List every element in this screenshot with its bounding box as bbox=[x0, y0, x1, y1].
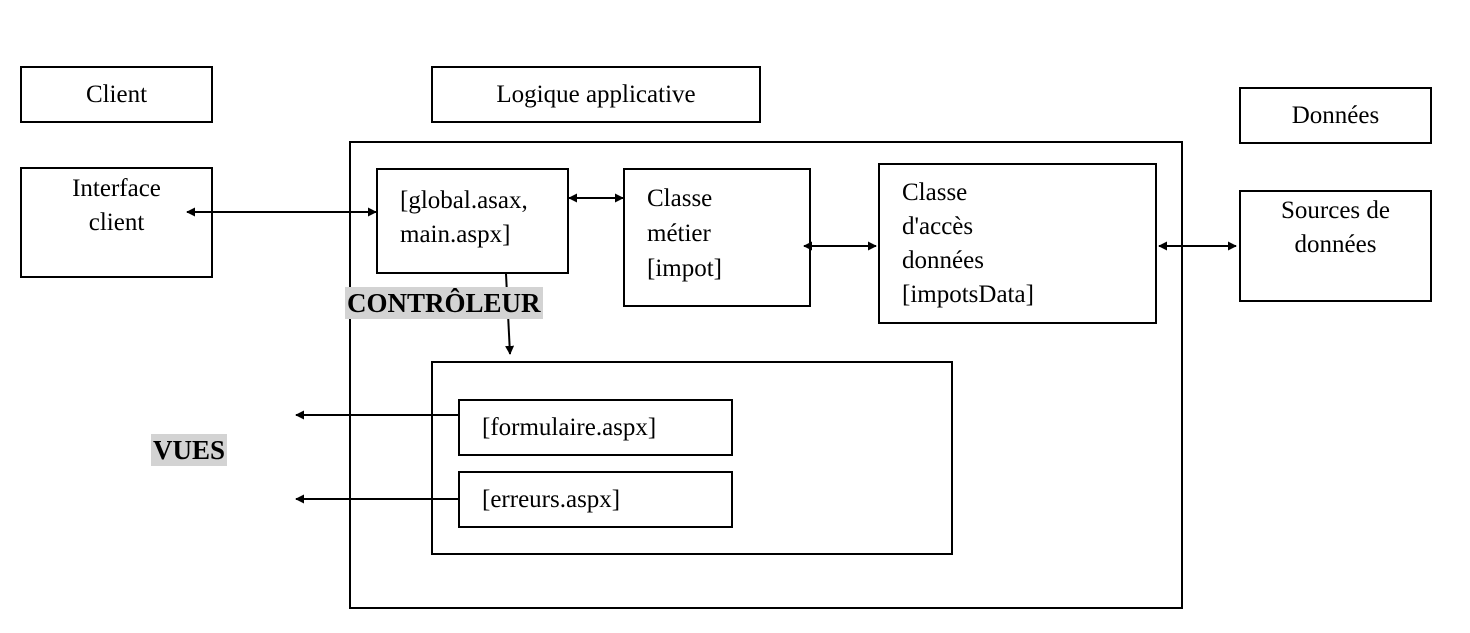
controller-line-2: main.aspx] bbox=[400, 221, 511, 248]
client-header-label: Client bbox=[85, 80, 148, 108]
logic-header-label: Logique applicative bbox=[496, 80, 696, 108]
dao-line-1: Classe bbox=[902, 179, 968, 206]
errors-view-box: [erreurs.aspx] bbox=[458, 471, 733, 528]
controller-line-1: [global.asax, bbox=[400, 187, 528, 214]
controller-tag: CONTRÔLEUR bbox=[345, 287, 543, 319]
dao-line-3: données bbox=[902, 247, 984, 274]
logic-header: Logique applicative bbox=[431, 66, 761, 123]
interface-client-line-2: client bbox=[88, 209, 145, 236]
sources-line-1: Sources de bbox=[1281, 197, 1390, 224]
business-class-box: Classe métier [impot] bbox=[623, 168, 811, 307]
data-access-class-box: Classe d'accès données [impotsData] bbox=[878, 163, 1157, 324]
interface-client-box: Interface client bbox=[20, 167, 213, 278]
views-tag: VUES bbox=[151, 434, 228, 466]
form-view-label: [formulaire.aspx] bbox=[482, 414, 657, 441]
data-header: Données bbox=[1239, 87, 1432, 144]
interface-client-line-1: Interface bbox=[72, 175, 161, 202]
sources-line-2: données bbox=[1294, 231, 1377, 258]
controller-box: [global.asax, main.aspx] bbox=[376, 168, 569, 274]
data-sources-box: Sources de données bbox=[1239, 190, 1432, 302]
form-view-box: [formulaire.aspx] bbox=[458, 399, 733, 456]
business-line-1: Classe bbox=[647, 185, 713, 212]
data-header-label: Données bbox=[1291, 101, 1380, 129]
errors-view-label: [erreurs.aspx] bbox=[482, 486, 621, 513]
business-line-3: [impot] bbox=[647, 255, 722, 282]
client-header: Client bbox=[20, 66, 213, 123]
business-line-2: métier bbox=[647, 220, 711, 247]
dao-line-4: [impotsData] bbox=[902, 281, 1034, 308]
dao-line-2: d'accès bbox=[902, 213, 974, 240]
